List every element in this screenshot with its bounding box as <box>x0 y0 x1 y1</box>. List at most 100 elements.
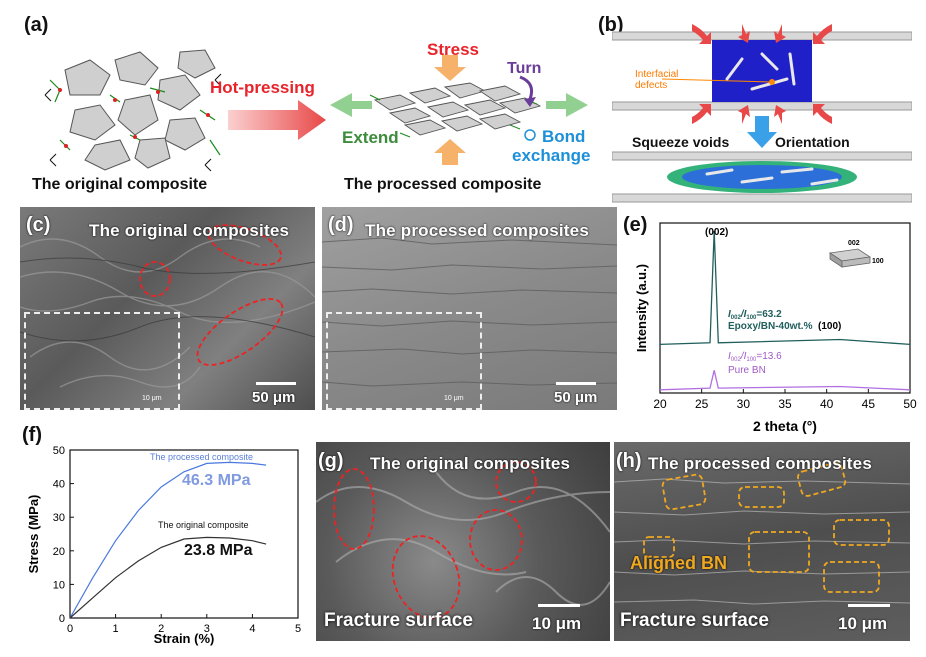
ss-ytick-label: 40 <box>53 479 65 491</box>
scale-text-h: 10 μm <box>838 614 888 633</box>
processed-value: 46.3 MPa <box>182 472 251 489</box>
interfacial-label: Interfacial <box>635 69 679 80</box>
crystal-label-002: 002 <box>848 240 860 247</box>
ratio-pure-value: =13.6 <box>756 351 782 362</box>
panel-label-a: (a) <box>24 14 49 36</box>
xrd-xtick-label: 50 <box>903 397 917 411</box>
sem-texture-g <box>316 461 610 619</box>
ss-xtick-label: 0 <box>67 623 73 635</box>
ratio-pure-i2: /I <box>740 351 747 362</box>
scale-bar-d <box>556 382 596 385</box>
series-epoxy-label: Epoxy/BN-40wt.% <box>728 321 813 332</box>
panel-g-caption: Fracture surface <box>324 610 473 631</box>
ratio-pure-sub2: 100 <box>746 357 757 363</box>
ss-ytick-label: 20 <box>53 546 65 558</box>
processed-composite-caption: The processed composite <box>344 176 542 193</box>
squeeze-voids-label: Squeeze voids <box>632 134 730 150</box>
sem-fracture-processed <box>614 442 910 641</box>
crystal-orientation-icon <box>828 248 872 268</box>
squeeze-orientation-schematic <box>612 24 912 203</box>
xrd-xtick-label: 40 <box>820 397 834 411</box>
ss-xlabel: Strain (%) <box>154 631 215 646</box>
inset-frame-c <box>24 312 180 410</box>
sem-image-original: 10 μm <box>20 207 315 410</box>
original-series-name: The original composite <box>158 520 249 530</box>
ss-ytick-label: 30 <box>53 512 65 524</box>
ss-xtick-label: 4 <box>249 623 255 635</box>
original-composite-schematic <box>44 49 222 172</box>
xrd-xtick-label: 25 <box>695 397 709 411</box>
original-value: 23.8 MPa <box>184 542 253 559</box>
panel-label-h: (h) <box>616 450 642 472</box>
xrd-peak-002-label: (002) <box>705 227 728 238</box>
ss-ytick-label: 10 <box>53 579 65 591</box>
ratio-pure: I002/I100=13.6 <box>728 351 782 363</box>
ratio-epoxy-i2: /I <box>740 309 747 320</box>
sem-image-processed: 10 μm <box>322 207 617 410</box>
bond-label-line1: Bond <box>542 127 586 146</box>
panel-d-title: The processed composites <box>365 221 589 240</box>
defects-label: defects <box>635 80 668 91</box>
panel-label-e: (e) <box>623 214 648 236</box>
orientation-label: Orientation <box>775 134 850 150</box>
xrd-peak-100-label: (100) <box>818 321 841 332</box>
scale-text-g: 10 μm <box>532 614 582 633</box>
processed-series-name: The processed composite <box>150 452 253 462</box>
xrd-ylabel: Intensity (a.u.) <box>634 264 649 352</box>
inset-scale-c: 10 μm <box>142 395 162 402</box>
ratio-epoxy-sub2: 100 <box>746 315 757 321</box>
panel-h-title: The processed composites <box>648 454 872 473</box>
scale-text-c: 50 μm <box>252 389 296 406</box>
ratio-epoxy-value: =63.2 <box>756 309 782 320</box>
ss-xtick-label: 5 <box>295 623 301 635</box>
xrd-xtick-label: 30 <box>737 397 751 411</box>
bond-label-line2: exchange <box>512 146 591 165</box>
sem-texture-d <box>322 237 617 387</box>
crystal-label-100: 100 <box>872 258 884 265</box>
extend-label: Extend <box>342 128 399 147</box>
xrd-xlabel: 2 theta (°) <box>753 418 817 434</box>
ss-series-original <box>69 536 267 619</box>
ss-series-processed <box>69 461 267 619</box>
sem-fracture-original <box>316 442 610 641</box>
interfacial-defects-label: Interfacial defects <box>635 69 678 91</box>
sem-texture-h <box>614 461 910 605</box>
panel-label-d: (d) <box>328 214 354 236</box>
xrd-series-epoxy <box>659 230 911 346</box>
xrd-plot-frame <box>659 222 911 394</box>
xrd-xtick-label: 20 <box>653 397 667 411</box>
scale-bar-g <box>538 604 580 607</box>
ratio-pure-sub1: 002 <box>731 357 742 363</box>
panel-label-c: (c) <box>26 214 51 236</box>
panel-label-f: (f) <box>22 424 42 446</box>
ss-xtick-label: 3 <box>204 623 210 635</box>
ratio-epoxy-i1: I <box>728 309 731 320</box>
ss-ytick-label: 0 <box>59 613 65 625</box>
panel-label-b: (b) <box>598 14 624 36</box>
xrd-xtick-label: 45 <box>862 397 876 411</box>
panel-g-title: The original composites <box>370 454 571 473</box>
ratio-epoxy-sub1: 002 <box>731 315 742 321</box>
aligned-bn-label: Aligned BN <box>630 553 727 573</box>
panel-c-title: The original composites <box>89 221 290 240</box>
scale-bar-c <box>256 382 296 385</box>
ratio-pure-i1: I <box>728 351 731 362</box>
processed-composite-schematic <box>330 55 588 165</box>
sem-texture-c <box>20 224 315 388</box>
original-composite-caption: The original composite <box>32 176 208 193</box>
panel-h-caption: Fracture surface <box>620 610 769 631</box>
ratio-epoxy: I002/I100=63.2 <box>728 309 782 321</box>
ss-xtick-label: 1 <box>113 623 119 635</box>
xrd-xtick-label: 35 <box>778 397 792 411</box>
panel-label-g: (g) <box>318 450 344 472</box>
ss-xtick-label: 2 <box>158 623 164 635</box>
stress-label: Stress <box>427 40 479 59</box>
ss-ylabel: Stress (MPa) <box>26 495 41 574</box>
xrd-series-pure <box>659 370 911 391</box>
inset-frame-d <box>326 312 482 410</box>
inset-scale-d: 10 μm <box>444 395 464 402</box>
ss-plot-frame <box>69 449 299 619</box>
scale-bar-h <box>848 604 890 607</box>
